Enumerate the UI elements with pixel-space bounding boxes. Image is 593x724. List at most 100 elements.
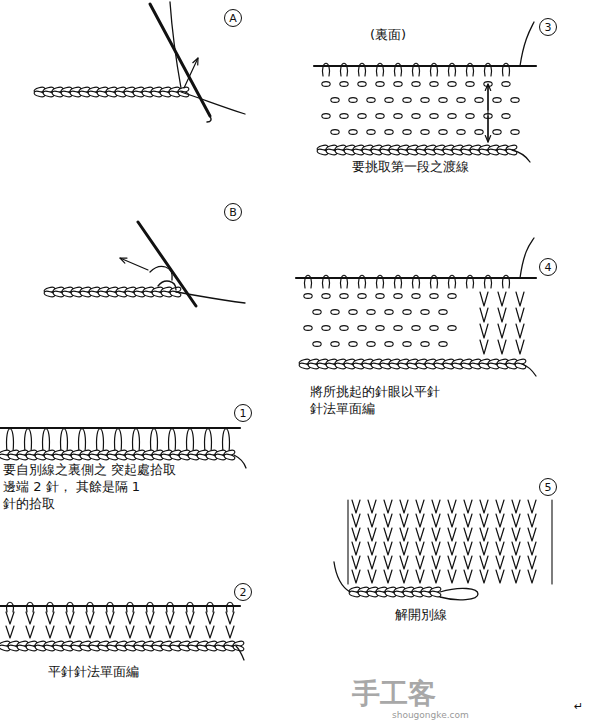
fabric-edge [551,500,552,584]
purl-bump [385,310,393,315]
step-caption: 要挑取第一段之渡線 [352,159,469,176]
knit-stitch [464,556,472,569]
needle-loop [150,266,172,280]
purl-bump [376,326,384,331]
arrow-head [120,258,127,263]
needle-loop [27,602,34,612]
purl-bump [313,342,321,347]
purl-bump [439,342,447,347]
purl-bump [340,326,348,331]
step-marker: 2 [234,583,252,601]
purl-bump [430,114,438,119]
needle-loop [151,429,158,452]
purl-bump [457,98,465,103]
direction-arrow [184,58,198,88]
needle-loop [97,429,104,452]
purl-bump [430,326,438,331]
purl-bump [493,98,501,103]
knit-stitch [528,570,536,583]
purl-bump [349,130,357,135]
knit-stitch [86,626,94,638]
needle-loop [61,429,68,452]
knit-stitch [480,556,488,569]
purl-bump [403,130,411,135]
direction-arrow [120,258,148,270]
step-letter: A [229,13,237,24]
knit-stitch [528,556,536,569]
purl-bump [322,326,330,331]
knit-stitch [206,612,214,624]
purl-bump [394,114,402,119]
knit-stitch [416,514,424,527]
knit-stitch [126,626,134,638]
knit-stitch [352,514,360,527]
knit-stitch [432,528,440,541]
knitting-needle [296,277,536,279]
purl-bump [448,82,456,87]
purl-bump [367,310,375,315]
yarn-tail [512,150,530,162]
arrow-head [485,136,490,142]
step-letter: 2 [240,587,247,598]
purl-bump [421,342,429,347]
knit-stitch [6,626,14,638]
chain-stitch [515,362,527,369]
knit-stitch [384,570,392,583]
purl-bump [439,130,447,135]
purl-bump [421,130,429,135]
needle-loop [133,429,140,452]
needle-loop [167,602,174,612]
step-letter: 4 [545,262,552,273]
knit-stitch [480,308,488,322]
knit-stitch [400,500,408,513]
purl-bump [331,310,339,315]
knit-stitch [26,612,34,624]
knit-stitch [464,500,472,513]
needle-loop [7,602,14,612]
needle-loop [79,429,86,452]
needle-loop [223,429,230,452]
knit-stitch [416,542,424,555]
needle-loop [7,429,14,452]
knit-stitch [498,324,506,338]
knit-stitch [352,500,360,513]
knit-stitch [480,514,488,527]
purl-bump [412,294,420,299]
knit-stitch [528,528,536,541]
knit-stitch [186,612,194,624]
knit-stitch [448,542,456,555]
chain-stitch [224,453,236,460]
fabric-edge [347,500,348,584]
purl-bump [457,130,465,135]
knit-stitch [496,556,504,569]
step-caption: 要自別線之裏側之 突起處拾取 邊端 2 針， 其餘是隔 1 針的拾取 [3,462,181,513]
needle-loop [147,602,154,612]
needle-loop [67,602,74,612]
knit-stitch [416,500,424,513]
knit-stitch [516,292,524,306]
purl-bump [448,114,456,119]
knit-stitch [512,570,520,583]
side-note: (裏面) [370,27,406,44]
needle-loop [207,602,214,612]
purl-bump [358,82,366,87]
purl-bump [322,294,330,299]
purl-bump [376,82,384,87]
yarn-tail [181,92,245,114]
purl-bump [466,114,474,119]
knit-stitch [26,626,34,638]
purl-bump [313,310,321,315]
watermark: 手工客 [352,676,436,712]
knit-stitch [126,612,134,624]
knit-stitch [512,542,520,555]
purl-bump [331,342,339,347]
watermark: shougongke.com [392,710,469,722]
purl-bump [358,294,366,299]
knit-stitch [448,500,456,513]
knit-stitch [528,542,536,555]
knit-stitch [512,528,520,541]
crochet-needle [150,4,210,116]
knit-stitch [352,570,360,583]
knit-stitch [352,528,360,541]
chain-stitch [170,290,182,297]
